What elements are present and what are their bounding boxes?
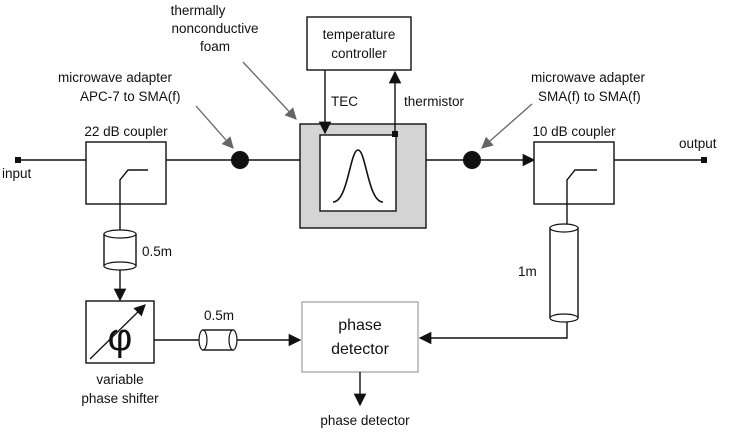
- phase-shifter-line2: phase shifter: [81, 391, 159, 406]
- input-label: input: [2, 166, 32, 181]
- adapter-right-line2: SMA(f) to SMA(f): [538, 89, 641, 104]
- thermistor-label: thermistor: [404, 94, 465, 109]
- adapter-left-line2: APC-7 to SMA(f): [80, 89, 181, 104]
- adapter-sma-dot: [463, 151, 481, 169]
- adapter-left-line1: microwave adapter: [58, 70, 173, 85]
- adapter-right-line1: microwave adapter: [531, 70, 646, 85]
- bandpass-filter: [319, 134, 397, 212]
- cable-left-label: 0.5m: [142, 244, 172, 259]
- cable-0-5m-middle: [198, 329, 238, 351]
- foam-pointer-arrow: [242, 61, 297, 120]
- temperature-controller-box: [306, 16, 412, 71]
- coupler-10db: [533, 141, 615, 205]
- thermistor-sensor: [392, 131, 398, 137]
- coupler-22db: [85, 141, 167, 205]
- phase-shifter-line1: variable: [96, 372, 143, 387]
- adapter-left-pointer: [195, 105, 234, 149]
- wire-to-phase-detector-right: [418, 322, 568, 345]
- variable-phase-shifter: φ: [85, 300, 155, 364]
- adapter-apc7-dot: [231, 151, 249, 169]
- cable-mid-label: 0.5m: [204, 308, 234, 323]
- variable-arrow-icon: [89, 304, 146, 360]
- foam-label-line2: nonconductive: [171, 21, 258, 36]
- adapter-right-pointer: [481, 103, 533, 149]
- coupler-22db-label: 22 dB coupler: [84, 124, 168, 139]
- output-port: [701, 157, 707, 163]
- phase-detector-output-label: phase detector: [320, 413, 410, 428]
- phase-detector-line1: phase: [338, 317, 382, 334]
- temperature-controller-line1: temperature: [323, 27, 396, 42]
- output-label: output: [679, 136, 717, 151]
- input-port: [15, 157, 21, 163]
- tec-label: TEC: [331, 94, 358, 109]
- gaussian-response-icon: [332, 149, 384, 203]
- cable-right-label: 1m: [518, 264, 537, 279]
- temperature-controller-line2: controller: [331, 46, 387, 61]
- cable-0-5m-left: [103, 229, 137, 271]
- phase-detector-box: [301, 301, 419, 373]
- phase-detector-line2: detector: [331, 341, 389, 358]
- foam-label-line1: thermally: [171, 3, 226, 18]
- cable-1m-right: [549, 223, 579, 323]
- coupler-10db-label: 10 dB coupler: [532, 124, 616, 139]
- foam-label-line3: foam: [200, 39, 230, 54]
